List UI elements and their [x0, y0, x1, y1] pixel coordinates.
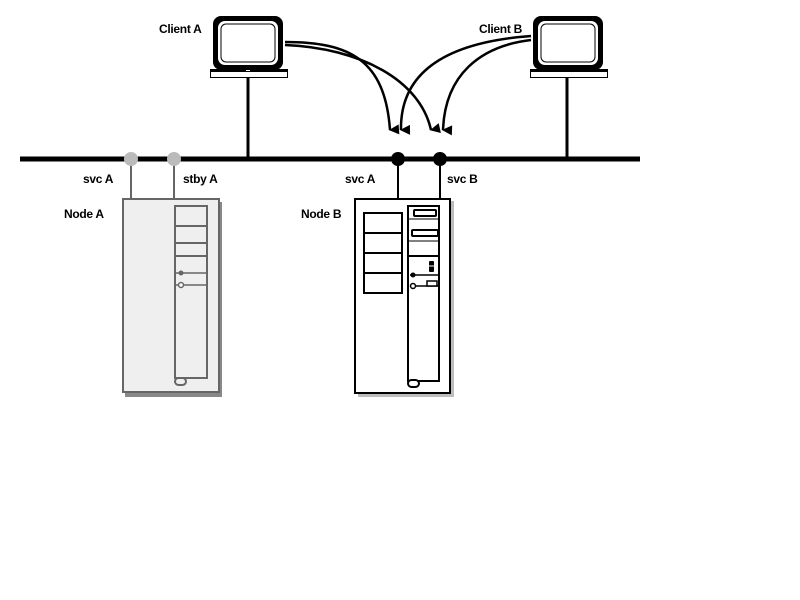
client-b[interactable]: Client B: [479, 16, 608, 159]
svc-b-port-dot[interactable]: [433, 152, 447, 166]
node-a-label: Node A: [64, 207, 104, 221]
computer-monitor-icon: [530, 16, 608, 159]
svc-a-port-dot[interactable]: [391, 152, 405, 166]
svc-a-port-dot[interactable]: [124, 152, 138, 166]
arrow-client-b-to-svc-b: [441, 38, 532, 136]
svc-a-port-label: svc A: [345, 172, 376, 186]
svc-a-port-label: svc A: [83, 172, 114, 186]
client-a[interactable]: Client A: [159, 16, 288, 159]
arrow-client-a-to-svc-a: [284, 40, 400, 135]
stby-a-port-dot[interactable]: [167, 152, 181, 166]
node-b[interactable]: svc A svc B Node B: [301, 152, 478, 397]
svc-b-port-label: svc B: [447, 172, 478, 186]
server-tower-icon: [354, 198, 454, 397]
client-a-label: Client A: [159, 22, 202, 36]
server-tower-icon: [122, 198, 222, 397]
connection-arrows: [284, 34, 532, 136]
arrow-client-a-to-svc-b: [284, 43, 441, 133]
node-a[interactable]: svc A stby A Node A: [64, 152, 222, 397]
arrow-client-b-to-svc-a: [399, 34, 532, 135]
node-b-label: Node B: [301, 207, 342, 221]
client-b-label: Client B: [479, 22, 523, 36]
computer-monitor-icon: [210, 16, 288, 159]
stby-a-port-label: stby A: [183, 172, 218, 186]
